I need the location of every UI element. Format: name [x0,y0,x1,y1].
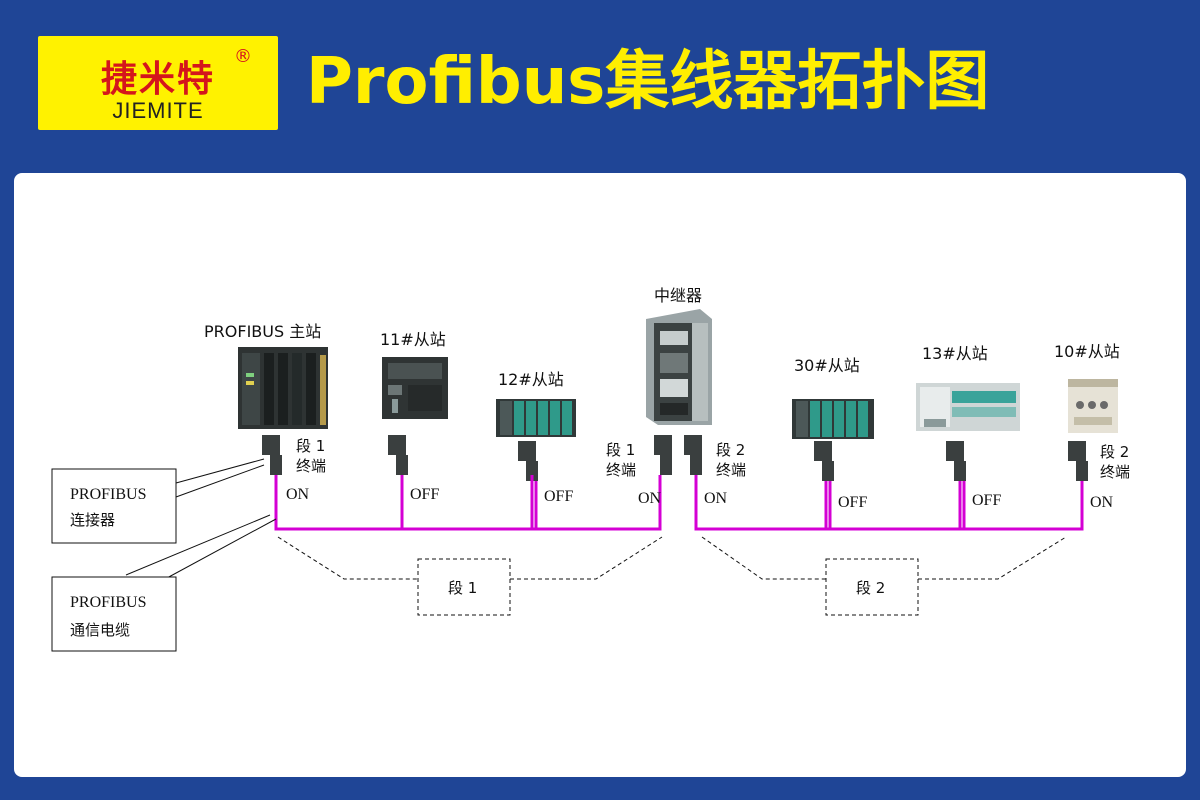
slave-10-label: 10#从站 [1054,342,1120,361]
repeater-device [646,309,712,425]
topology-diagram: PROFIBUS 主站 11#从站 12#从站 中继器 30#从站 13#从站 … [51,286,1130,652]
segment-brackets [277,536,1067,580]
master-switch-label: ON [286,486,310,503]
slave-12-switch-label: OFF [544,488,573,505]
diagram-panel: PROFIBUS 主站 11#从站 12#从站 中继器 30#从站 13#从站 … [14,173,1186,777]
repeater-right-switch-label: ON [704,490,728,507]
logo-english-text: JIEMITE [112,98,204,123]
master-term-label-a: 段 1 [296,437,325,455]
segment-2-box [825,558,919,616]
slave-12-label: 12#从站 [498,370,564,389]
master-plc-device [238,347,328,429]
callout-lines [125,458,277,586]
cable-callout-box [51,576,177,652]
slave-30-switch-label: OFF [838,494,867,511]
slave-11-switch-label: OFF [410,486,439,503]
slave-30-device [792,399,874,439]
page-title: Profibus集线器拓扑图 [306,45,990,119]
slave-11-label: 11#从站 [380,330,446,349]
repeater-left-term-label-a: 段 1 [606,441,635,459]
registered-mark: ® [234,46,252,67]
segment-1-label: 段 1 [448,579,477,597]
repeater-right-term-label-a: 段 2 [716,441,745,459]
slave-13-label: 13#从站 [922,344,988,363]
brand-logo: 捷米特 ® JIEMITE [38,36,278,130]
connector-callout-box [51,468,177,544]
connector-plugs [262,435,1088,481]
slave-13-switch-label: OFF [972,492,1001,509]
logo-chinese-text: 捷米特 [100,58,215,100]
repeater-right-term-label-b: 终端 [716,461,746,479]
slave-10-term-label-b: 终端 [1100,463,1130,481]
profibus-cable [274,475,1084,531]
repeater-left-term-label-b: 终端 [606,461,636,479]
slave-13-device [916,383,1020,431]
segment-1-box [417,558,511,616]
cable-callout-subtitle: 通信电缆 [70,621,130,639]
slave-11-device [382,357,448,419]
slave-10-term-label-a: 段 2 [1100,443,1129,461]
cable-callout-title: PROFIBUS [70,594,146,611]
slave-10-switch-label: ON [1090,494,1114,511]
connector-callout-title: PROFIBUS [70,486,146,503]
slave-30-label: 30#从站 [794,356,860,375]
repeater-label: 中继器 [654,286,702,305]
repeater-left-switch-label: ON [638,490,662,507]
connector-callout-subtitle: 连接器 [70,511,115,529]
slave-12-device [496,399,576,437]
master-term-label-b: 终端 [296,457,326,475]
segment-2-label: 段 2 [856,579,885,597]
slave-10-device [1068,379,1118,433]
master-station-label: PROFIBUS 主站 [204,322,321,341]
